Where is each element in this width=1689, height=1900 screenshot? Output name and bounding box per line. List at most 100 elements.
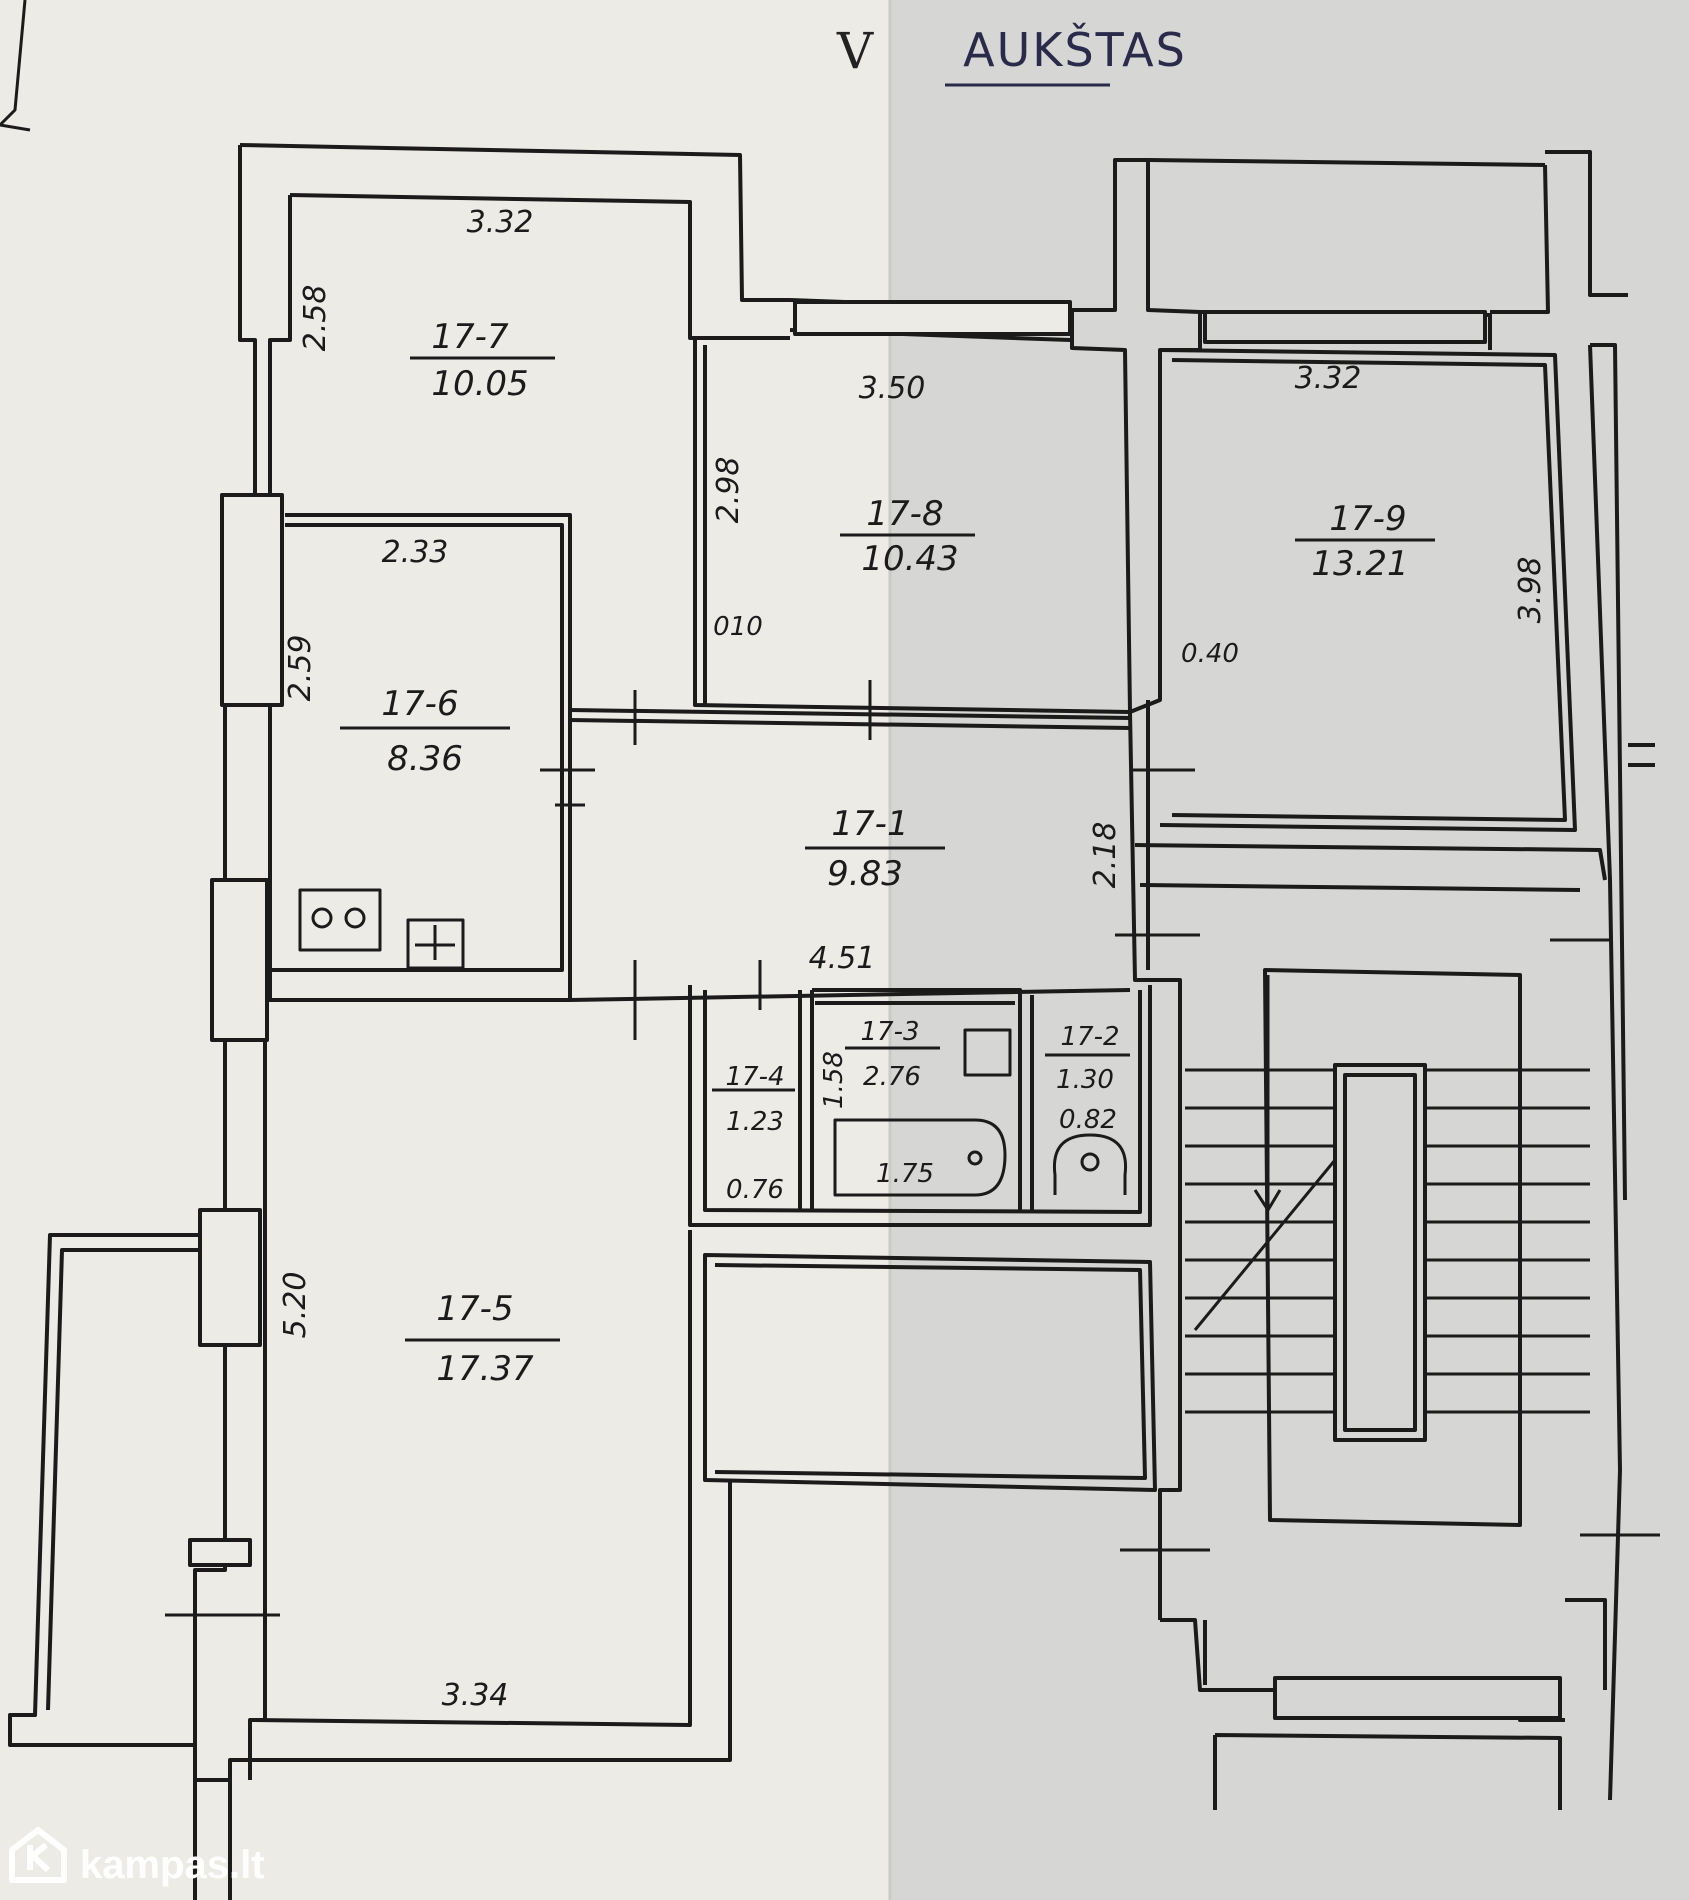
stair-well-center xyxy=(1333,1063,1427,1442)
dim-076: 0.76 xyxy=(726,1175,784,1205)
room-area: 1.23 xyxy=(726,1107,784,1137)
dim-082: 0.82 xyxy=(1059,1105,1117,1135)
room-id: 17-6 xyxy=(381,684,458,724)
room-id: 17-8 xyxy=(866,494,943,534)
window-top-17-9 xyxy=(1203,310,1487,344)
bathtub-drain xyxy=(967,1150,983,1166)
paper-right-sheet xyxy=(890,0,1689,1900)
room-area: 8.36 xyxy=(387,739,463,779)
house-k-icon xyxy=(9,1827,67,1883)
balcony-left-inner xyxy=(46,1248,200,1711)
window-left-4 xyxy=(188,1538,252,1567)
stove-burner-1 xyxy=(311,907,333,929)
wall-kitchen xyxy=(265,513,572,1002)
room-17-1: 17-1 9.83 xyxy=(805,804,945,894)
room-17-3: 17-3 2.76 xyxy=(845,1017,940,1092)
wall-below-17-9-2 xyxy=(1139,883,1581,892)
wall-outer-top-left xyxy=(239,143,790,302)
room-id: 17-3 xyxy=(860,1017,919,1047)
room-id: 17-4 xyxy=(725,1062,784,1092)
watermark-text: kampas.lt xyxy=(80,1843,265,1887)
room-17-6: 17-6 8.36 xyxy=(340,684,510,779)
watermark: kampas.lt xyxy=(9,1827,265,1887)
wall-storage xyxy=(703,1253,1157,1492)
stair-treads xyxy=(1185,1068,1590,1414)
dim-bottom-17-5: 3.34 xyxy=(442,1678,509,1713)
dim-top-17-9: 3.32 xyxy=(1295,361,1362,396)
wall-right-outer xyxy=(1588,343,1627,1801)
room-id: 17-5 xyxy=(436,1289,513,1329)
room-17-4: 17-4 1.23 xyxy=(712,1062,795,1137)
wall-17-8 xyxy=(693,338,1131,714)
wall-bath-top xyxy=(569,988,1131,1002)
wall-storage-inner xyxy=(714,1263,1147,1480)
wall-bath-div-2 xyxy=(1018,990,1034,1212)
room-area: 10.05 xyxy=(431,364,528,404)
wall-bottom-right-2 xyxy=(1203,1598,1607,1690)
floor-stamp: AUKŠTAS xyxy=(963,22,1187,77)
wall-bath-3-top xyxy=(812,988,1022,1005)
bath-sink-symbol xyxy=(963,1028,1012,1077)
wall-bath-row-inner xyxy=(703,990,1142,1214)
room-area: 2.76 xyxy=(863,1062,921,1092)
dim-010: 010 xyxy=(713,612,763,642)
dim-side-17-9: 3.98 xyxy=(1513,557,1548,624)
dim-top-17-6: 2.33 xyxy=(382,535,449,570)
room-area: 13.21 xyxy=(1311,544,1408,584)
wall-right-column xyxy=(1490,150,1628,314)
window-left-1 xyxy=(220,493,284,707)
stair-arrow xyxy=(1193,975,1337,1331)
stove-burner-2 xyxy=(344,907,366,929)
dim-top-17-8: 3.50 xyxy=(859,371,926,406)
wall-bottom-17-5 xyxy=(249,1230,692,1727)
dim-side-17-8: 2.98 xyxy=(711,457,746,524)
bathtub-symbol xyxy=(833,1118,1007,1197)
window-bottom-right xyxy=(1273,1676,1562,1720)
door-ticks xyxy=(165,680,1660,1617)
toilet-hole xyxy=(1080,1152,1100,1172)
dim-158: 1.58 xyxy=(819,1051,849,1109)
floor-roman-numeral: V xyxy=(836,22,874,80)
dim-side-17-1: 2.18 xyxy=(1088,822,1123,889)
wall-corridor-top2 xyxy=(569,718,1131,730)
room-id: 17-2 xyxy=(1060,1022,1119,1052)
paper-left-sheet xyxy=(0,0,890,1900)
window-top-17-8 xyxy=(793,300,1072,336)
dim-side-17-6: 2.59 xyxy=(283,635,318,702)
wall-right-stub xyxy=(1628,743,1655,767)
wall-17-9-inner xyxy=(1171,358,1567,822)
wall-17-9 xyxy=(1159,348,1577,832)
wall-bottom-outer xyxy=(195,1480,732,1782)
wall-bottom-far xyxy=(1213,1733,1562,1810)
dim-175: 1.75 xyxy=(876,1159,934,1189)
sink-symbol xyxy=(406,918,465,970)
wall-inner-top-left xyxy=(289,193,790,340)
room-17-2: 17-2 1.30 xyxy=(1045,1022,1130,1095)
dim-top-17-7: 3.32 xyxy=(467,205,534,240)
wall-bath-div-1 xyxy=(798,990,814,1210)
room-17-7: 17-7 10.05 xyxy=(410,317,555,404)
dimension-labels: 3.32 2.58 3.50 3.32 2.98 2.33 2.59 010 0… xyxy=(278,205,1548,1713)
room-17-9: 17-9 13.21 xyxy=(1295,499,1435,584)
wall-stub-bottom xyxy=(193,1780,232,1900)
dim-040: 0.40 xyxy=(1181,639,1239,669)
window-left-2 xyxy=(210,878,269,1042)
sink-cross xyxy=(415,925,455,960)
room-id: 17-1 xyxy=(831,804,908,844)
room-id: 17-9 xyxy=(1329,499,1406,539)
dim-corridor: 4.51 xyxy=(809,941,876,976)
room-area: 9.83 xyxy=(827,854,903,894)
stove-symbol xyxy=(298,888,382,952)
room-17-5: 17-5 17.37 xyxy=(405,1289,560,1389)
toilet-symbol xyxy=(1052,1133,1128,1195)
room-area: 10.43 xyxy=(861,539,958,579)
wall-kitchen-inner xyxy=(270,523,564,972)
stair-well-center-inner xyxy=(1343,1073,1417,1432)
wall-bath-row xyxy=(688,985,1152,1227)
balcony-left xyxy=(8,1233,200,1747)
stray-mark xyxy=(0,0,31,132)
dim-side-17-5: 5.20 xyxy=(278,1272,313,1339)
